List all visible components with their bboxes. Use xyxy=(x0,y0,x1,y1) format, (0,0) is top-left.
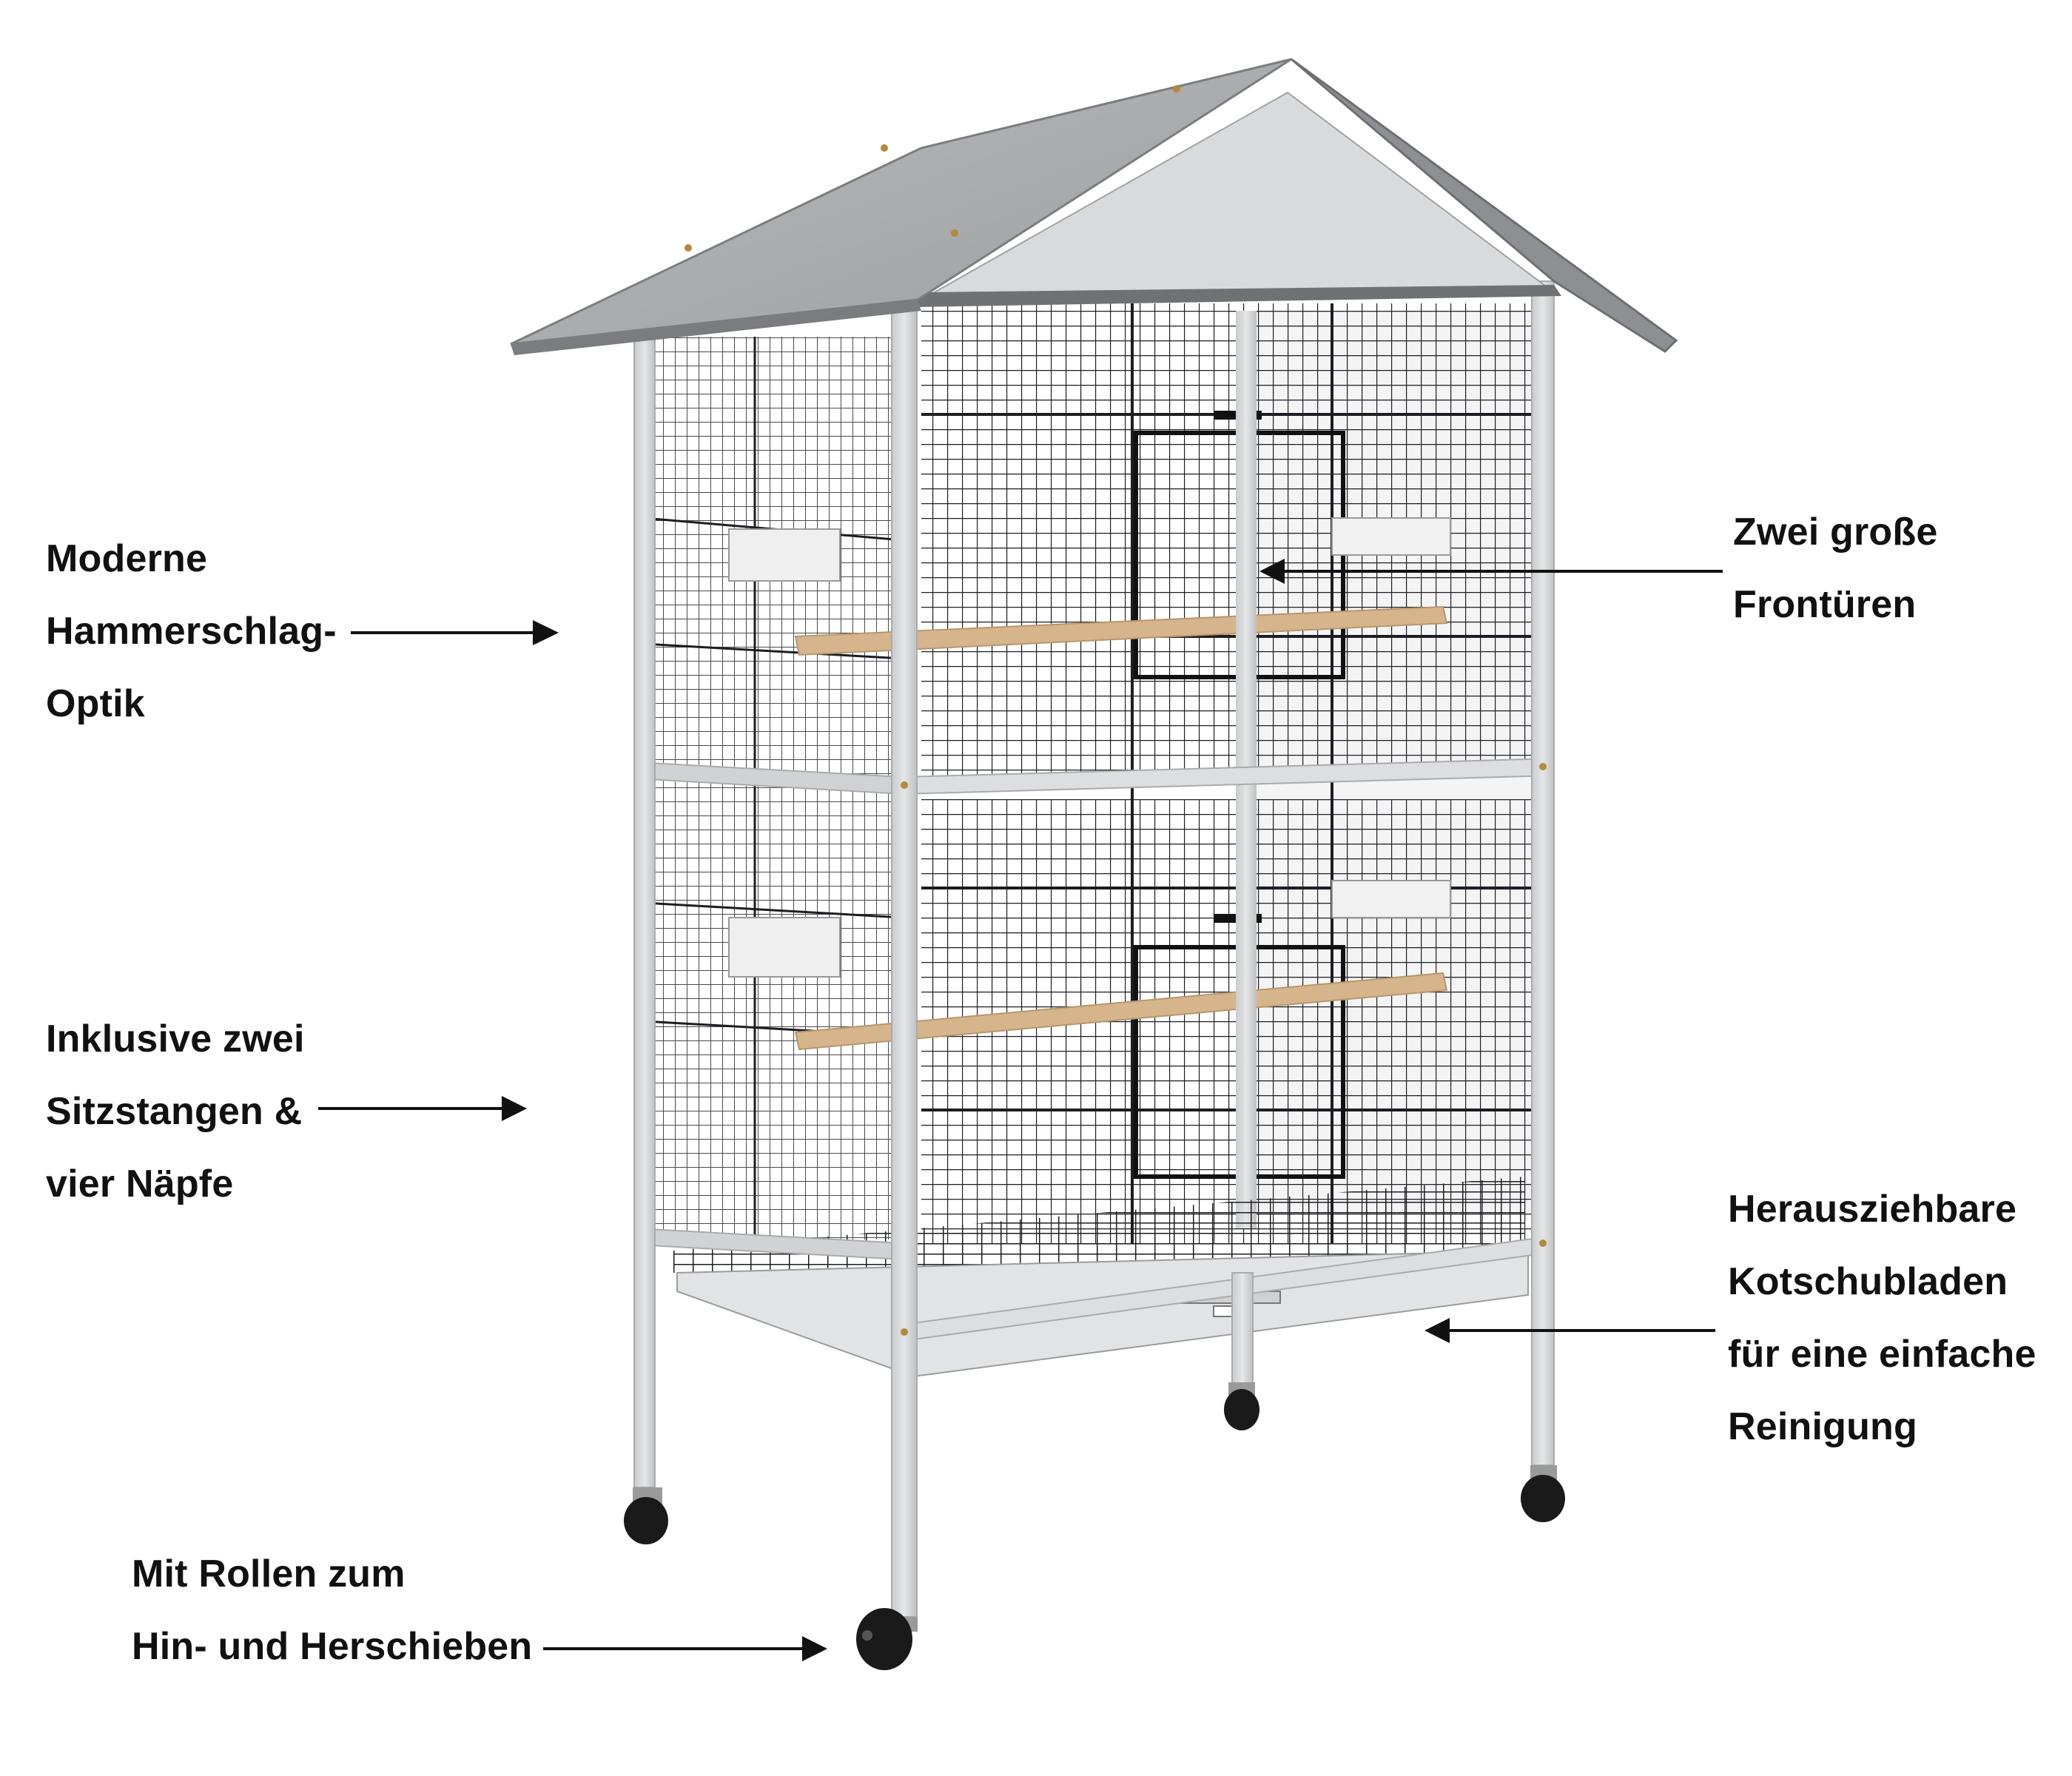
annotation-arrows xyxy=(318,559,1723,1661)
annotation-line: Kotschubladen xyxy=(1728,1260,2008,1303)
perches xyxy=(794,605,1448,1051)
annotation-line: Herausziehbare xyxy=(1728,1188,2017,1231)
roof xyxy=(510,58,1678,355)
annotation-drawers: Herausziehbare Kotschubladen für eine ei… xyxy=(1728,1173,2036,1463)
annotation-line: Sitzstangen & xyxy=(46,1090,303,1133)
arrow-finish xyxy=(351,620,559,645)
annotation-line: vier Näpfe xyxy=(46,1163,234,1205)
annotation-wheels: Mit Rollen zum Hin- und Herschieben xyxy=(132,1538,532,1683)
arrow-wheels xyxy=(543,1636,827,1661)
annotation-perches: Inklusive zwei Sitzstangen & vier Näpfe xyxy=(46,1003,305,1220)
annotation-line: Optik xyxy=(46,682,145,725)
annotation-line: Zwei große xyxy=(1733,511,1938,554)
arrow-doors xyxy=(1259,559,1723,584)
annotation-finish: Moderne Hammerschlag- Optik xyxy=(46,522,337,740)
wheels xyxy=(624,1382,1565,1670)
annotation-line: Moderne xyxy=(46,537,208,580)
annotation-line: Hin- und Herschieben xyxy=(132,1625,533,1668)
annotation-line: Inklusive zwei xyxy=(46,1018,305,1060)
annotation-line: Frontüren xyxy=(1733,583,1917,626)
annotation-doors: Zwei große Frontüren xyxy=(1733,496,1937,641)
annotation-line: Hammerschlag- xyxy=(46,610,337,653)
arrow-drawers xyxy=(1424,1318,1715,1343)
annotation-line: Reinigung xyxy=(1728,1405,1917,1448)
arrow-perches xyxy=(318,1096,527,1121)
annotation-line: für eine einfache xyxy=(1728,1333,2036,1376)
annotation-line: Mit Rollen zum xyxy=(132,1553,406,1595)
